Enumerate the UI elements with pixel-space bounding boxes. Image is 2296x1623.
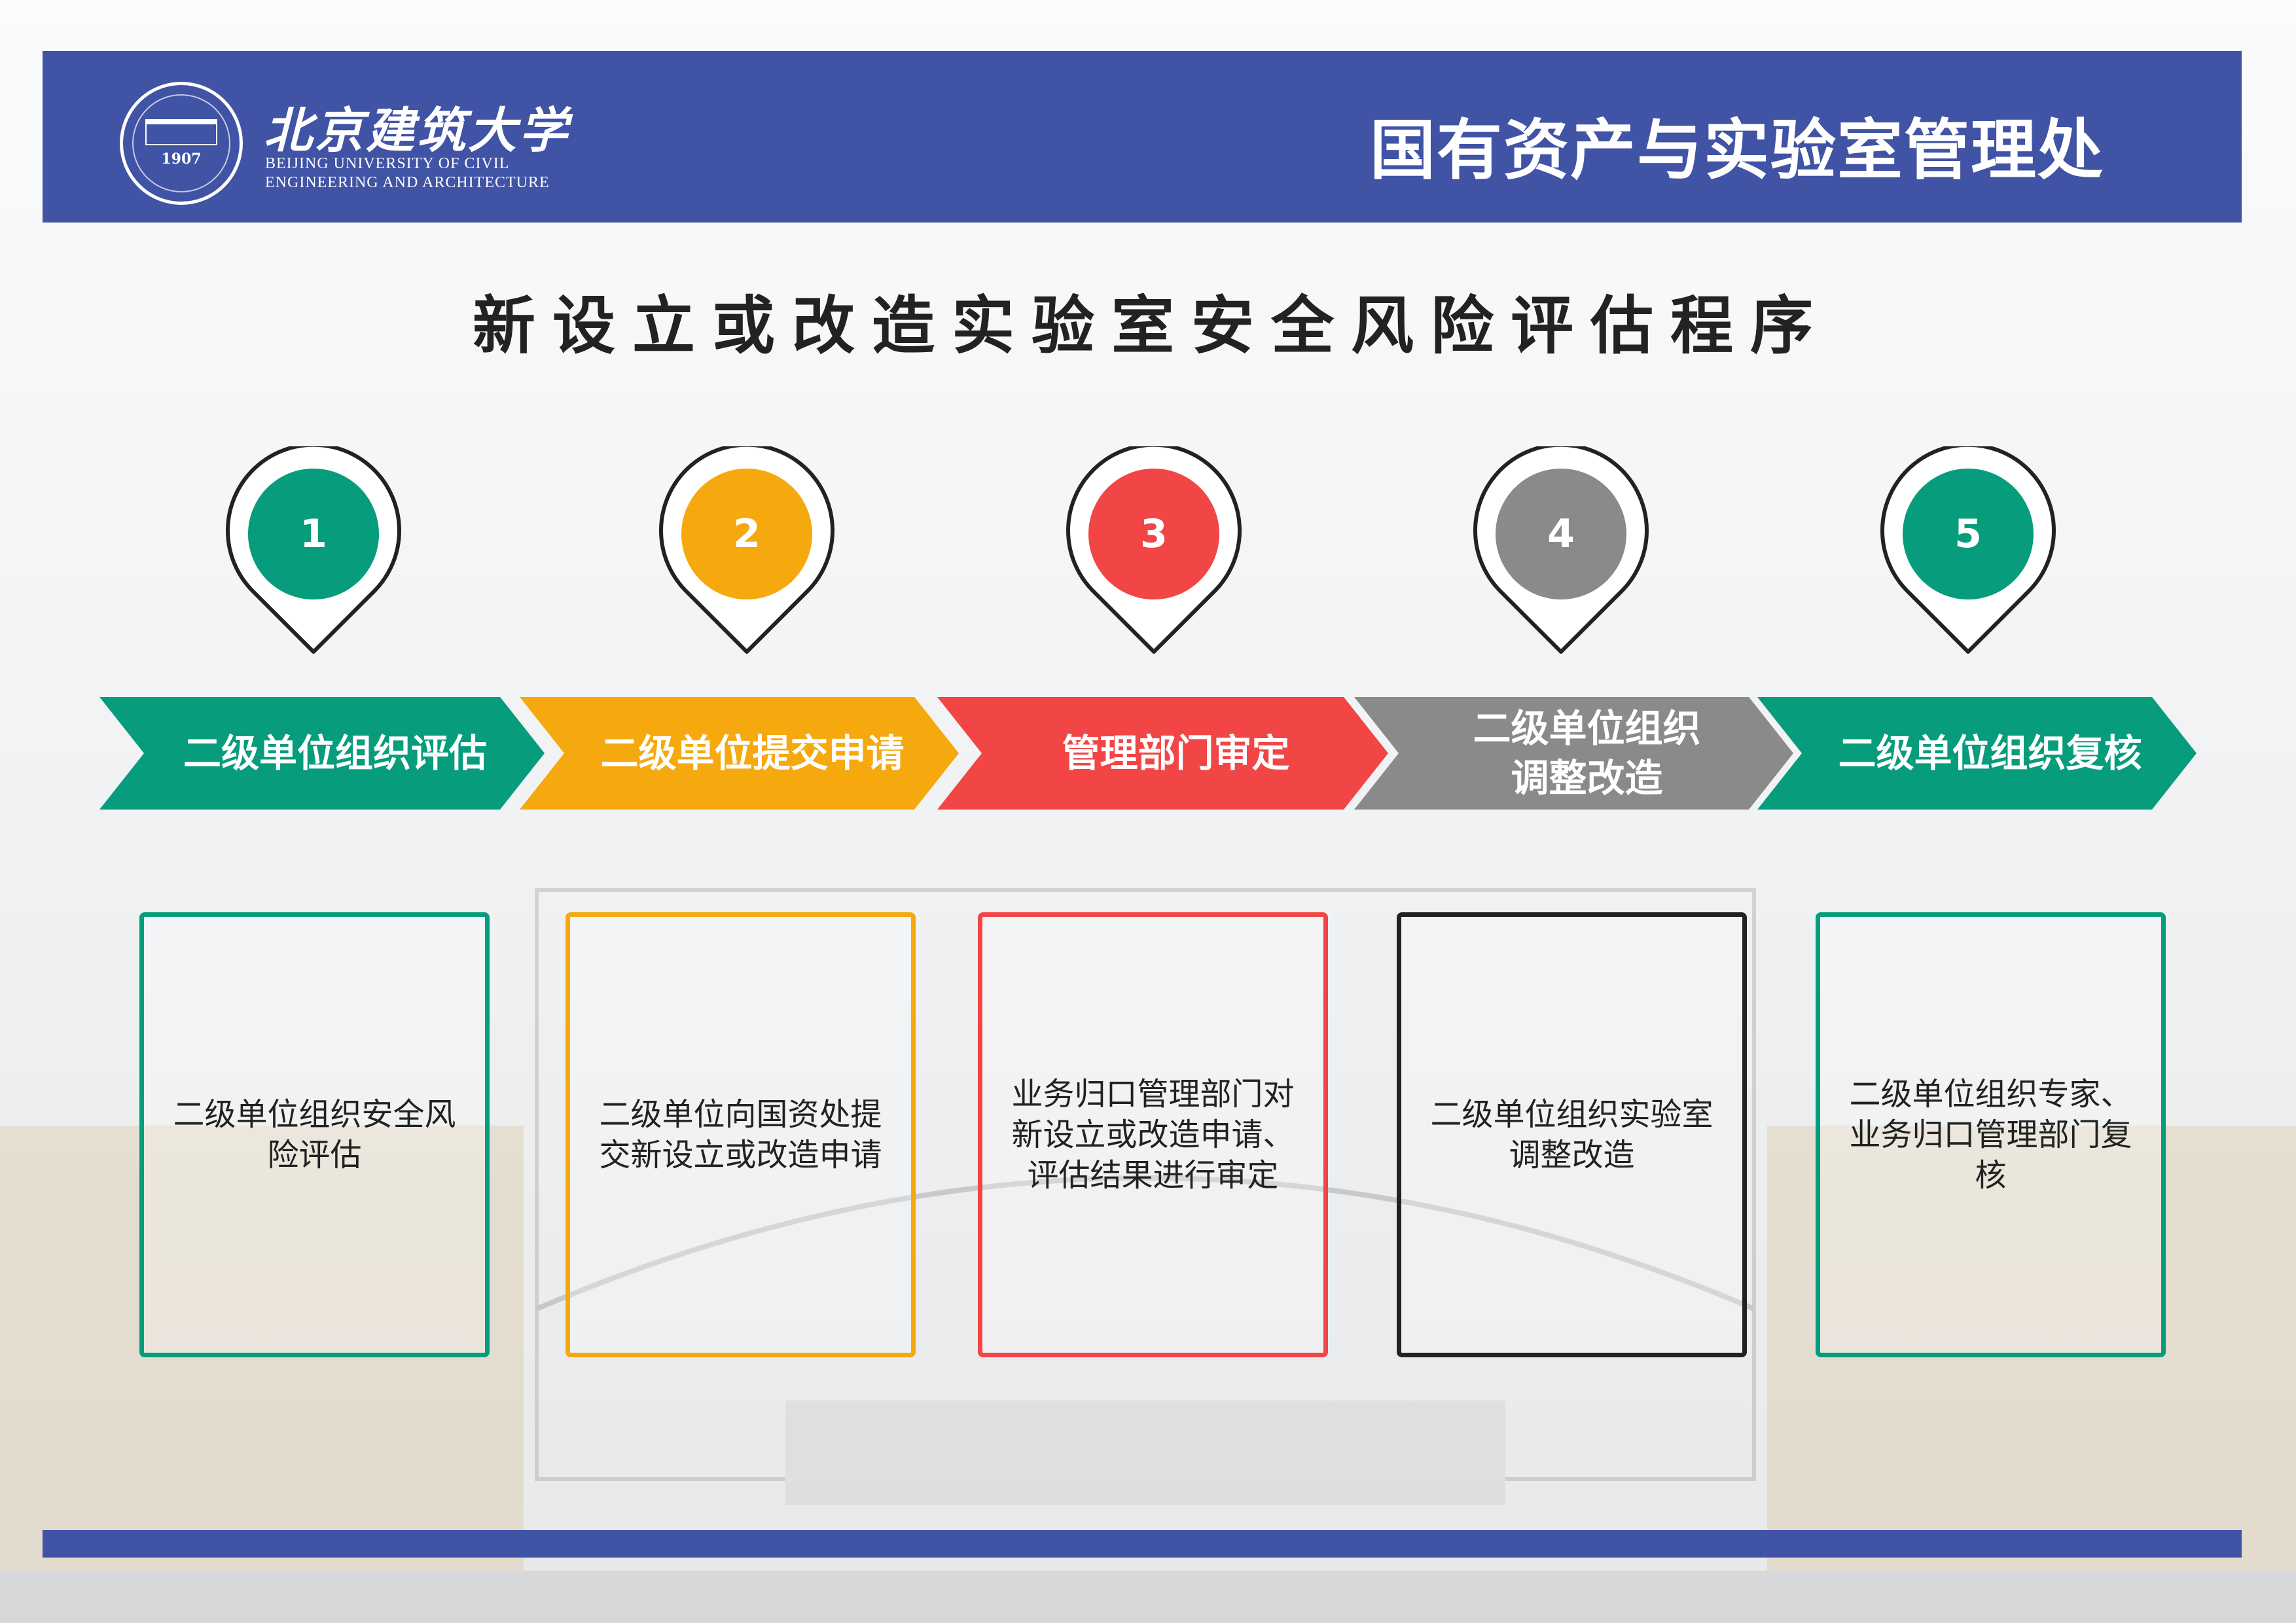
- step-3-chevron: 管理部门审定: [937, 697, 1388, 810]
- step-number: 5: [1903, 469, 2034, 599]
- step-number: 2: [681, 469, 812, 599]
- footer-bar: [43, 1530, 2242, 1558]
- step-detail-text: 业务归口管理部门对新设立或改造申请、评估结果进行审定: [1011, 1076, 1295, 1194]
- step-1-detail-box: 二级单位组织安全风险评估: [139, 912, 490, 1357]
- step-5-chevron: 二级单位组织复核: [1757, 697, 2197, 810]
- step-detail-text: 二级单位组织专家、业务归口管理部门复核: [1849, 1076, 2132, 1194]
- step-detail-text: 二级单位组织安全风险评估: [173, 1096, 456, 1173]
- page-title: 新设立或改造实验室安全风险评估程序: [473, 289, 1830, 363]
- university-name-cn: 北京建筑大学: [264, 103, 570, 159]
- step-5-pin: 5: [1880, 442, 2056, 654]
- step-3-detail-box: 业务归口管理部门对新设立或改造申请、评估结果进行审定: [978, 912, 1328, 1357]
- step-number: 4: [1496, 469, 1626, 599]
- step-2-chevron: 二级单位提交申请: [520, 697, 959, 810]
- step-label: 二级单位组织复核: [1838, 731, 2142, 776]
- university-name-en-line1: BEIJING UNIVERSITY OF CIVIL: [265, 155, 510, 172]
- step-detail-text: 二级单位组织实验室调整改造: [1430, 1096, 1713, 1173]
- step-4-detail-box: 二级单位组织实验室调整改造: [1397, 912, 1747, 1357]
- logo-year: 1907: [161, 151, 202, 168]
- university-name-en: BEIJING UNIVERSITY OF CIVIL ENGINEERING …: [265, 154, 550, 192]
- office-title: 国有资产与实验室管理处: [1370, 112, 2104, 188]
- step-5-detail-box: 二级单位组织专家、业务归口管理部门复核: [1816, 912, 2166, 1357]
- step-number: 3: [1088, 469, 1219, 599]
- step-4-pin: 4: [1473, 442, 1649, 654]
- step-4-chevron: 二级单位组织调整改造: [1354, 697, 1793, 810]
- step-label: 二级单位组织评估: [183, 731, 487, 776]
- step-label: 二级单位组织调整改造: [1473, 706, 1701, 800]
- step-2-detail-box: 二级单位向国资处提交新设立或改造申请: [565, 912, 916, 1357]
- university-seal-logo: 1907: [120, 82, 243, 205]
- step-1-chevron: 二级单位组织评估: [99, 697, 545, 810]
- step-3-pin: 3: [1066, 442, 1242, 654]
- university-name-en-line2: ENGINEERING AND ARCHITECTURE: [265, 174, 550, 191]
- step-1-pin: 1: [226, 442, 401, 654]
- step-label: 管理部门审定: [1062, 731, 1290, 776]
- step-number: 1: [248, 469, 379, 599]
- step-detail-text: 二级单位向国资处提交新设立或改造申请: [599, 1096, 882, 1173]
- header-banner: 1907 北京建筑大学 BEIJING UNIVERSITY OF CIVIL …: [43, 51, 2242, 223]
- step-label: 二级单位提交申请: [600, 731, 905, 776]
- step-2-pin: 2: [659, 442, 834, 654]
